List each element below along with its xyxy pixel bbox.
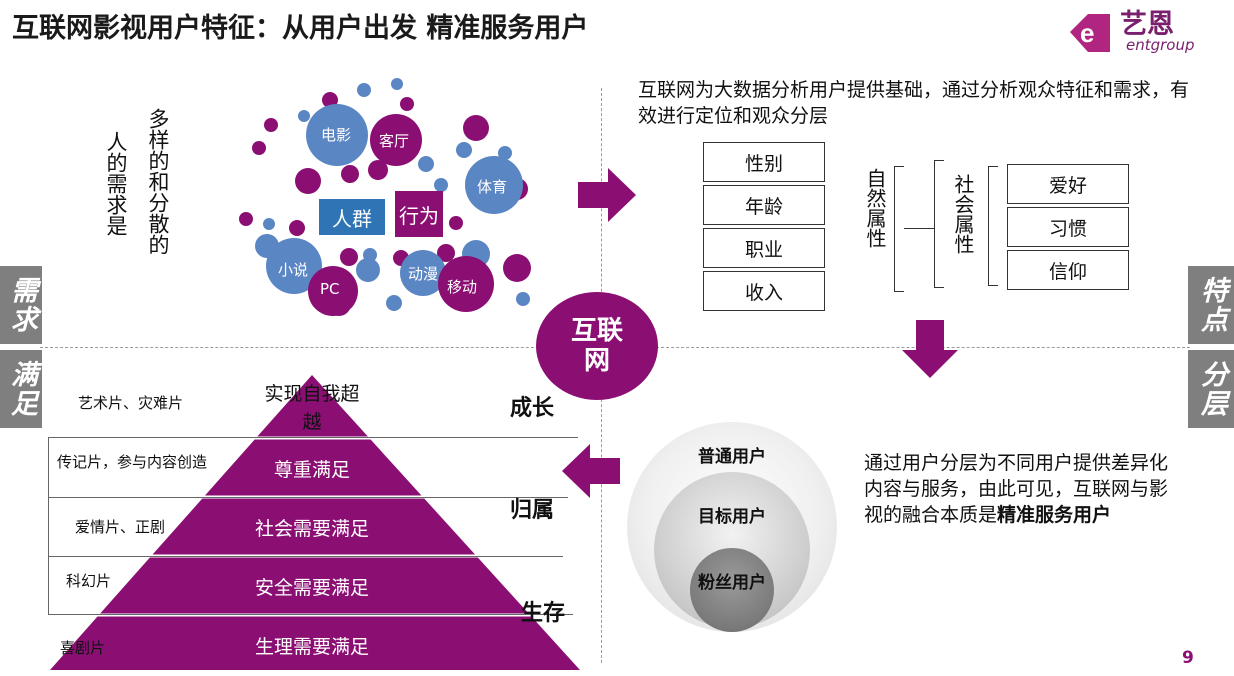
internet-hub: 互联网 — [536, 292, 658, 400]
social-attrs-label: 社会属性 — [951, 174, 975, 254]
dot — [516, 292, 530, 306]
genre-biography: 传记片，参与内容创造 — [56, 453, 207, 471]
logo-mark: e — [1080, 18, 1094, 48]
genre-romance: 爱情片、正剧 — [75, 518, 166, 536]
guide-line — [48, 437, 578, 438]
tab-satisfy-label: 满足 — [6, 360, 37, 418]
pyramid-level-esteem: 尊重满足 — [273, 459, 350, 481]
dot — [356, 258, 380, 282]
analysis-text: 互联网为大数据分析用户提供基础，通过分析观众特征和需求，有效进行定位和观众分层 — [638, 79, 1190, 127]
dot — [434, 178, 448, 192]
bubble-movie-label: 电影 — [321, 126, 352, 144]
guide-line — [48, 556, 563, 557]
dot — [252, 141, 266, 155]
dot — [341, 165, 359, 183]
arrow-down-icon — [902, 320, 958, 378]
tab-demand: 需求 — [0, 266, 42, 344]
need-growth: 成长 — [510, 396, 555, 421]
layer-text-bold: 精准服务用户 — [997, 504, 1112, 526]
genre-art: 艺术片、灾难片 — [78, 394, 184, 412]
dot — [386, 295, 402, 311]
dot — [357, 83, 371, 97]
bubble-living-room-label: 客厅 — [379, 132, 410, 150]
bubble-sports-label: 体育 — [477, 178, 508, 196]
dot — [239, 212, 253, 226]
pyramid-level-physio: 生理需要满足 — [254, 636, 369, 658]
logo-subtitle: entgroup — [1126, 36, 1195, 54]
layer-middle-label: 目标用户 — [698, 507, 766, 527]
demand-text-col1: 多样的和分散的 — [146, 108, 170, 255]
bubble-pc — [308, 266, 358, 316]
guide-line — [48, 497, 568, 498]
dot — [400, 97, 414, 111]
bubble-movie — [306, 104, 368, 166]
bubble-sports — [465, 156, 523, 214]
page-number: 9 — [1182, 648, 1194, 668]
dot — [298, 110, 310, 122]
bubble-living-room — [370, 114, 422, 166]
pyramid-level-safety: 安全需要满足 — [254, 577, 369, 599]
bubble-pc-label: PC — [320, 280, 340, 298]
page-title: 互联网影视用户特征：从用户出发 精准服务用户 — [12, 13, 589, 44]
bubble-novel-label: 小说 — [278, 261, 309, 279]
tab-satisfy: 满足 — [0, 350, 42, 428]
dot — [289, 220, 305, 236]
tab-layer: 分层 — [1188, 350, 1234, 428]
attr-income: 收入 — [703, 271, 825, 311]
layer-inner: 粉丝用户 — [690, 548, 774, 632]
dot — [503, 254, 531, 282]
logo-brand: 艺恩 — [1120, 9, 1174, 40]
dot — [340, 248, 358, 266]
dot — [295, 168, 321, 194]
dot — [418, 156, 434, 172]
guide-line — [48, 437, 49, 614]
tab-feature-label: 特点 — [1196, 276, 1227, 334]
dot — [368, 160, 388, 180]
layer-outer-label: 普通用户 — [698, 447, 766, 467]
natural-bracket — [894, 166, 904, 292]
tab-demand-label: 需求 — [6, 276, 37, 334]
attr-gender: 性别 — [703, 142, 825, 182]
crowd-tag: 人群 — [319, 199, 385, 235]
attr-habit: 习惯 — [1007, 207, 1129, 247]
need-survival: 生存 — [521, 601, 566, 626]
arrow-right-icon — [578, 168, 636, 222]
pyramid-level-social: 社会需要满足 — [254, 518, 369, 540]
internet-hub-label: 互联网 — [570, 316, 623, 376]
user-layers-diagram: 普通用户 目标用户 粉丝用户 — [627, 422, 837, 632]
connector — [904, 228, 934, 229]
dot — [437, 244, 455, 262]
dot — [463, 115, 489, 141]
pyramid-level-self: 实现自我超越 — [264, 383, 360, 433]
layer-inner-label: 粉丝用户 — [698, 573, 766, 593]
guide-line — [48, 614, 573, 615]
attr-belief: 信仰 — [1007, 250, 1129, 290]
behavior-tag: 行为 — [395, 191, 443, 237]
bubble-mobile-label: 移动 — [447, 278, 478, 296]
dot — [456, 142, 472, 158]
bubble-mobile — [438, 256, 494, 312]
social-bracket — [988, 166, 998, 286]
genre-scifi: 科幻片 — [66, 572, 112, 590]
attr-hobby: 爱好 — [1007, 164, 1129, 204]
dot — [263, 218, 275, 230]
arrow-left-icon — [562, 444, 620, 498]
natural-attrs-label: 自然属性 — [863, 168, 887, 248]
layer-text-plain: 通过用户分层为不同用户提供差异化内容与服务，由此可见，互联网与影视的融合本质是 — [864, 452, 1169, 526]
entgroup-logo: e — [1070, 14, 1110, 52]
demand-text-col2: 人的需求是 — [104, 131, 128, 236]
pyramid-shape — [50, 375, 580, 670]
tab-layer-label: 分层 — [1196, 360, 1227, 418]
dot — [391, 78, 403, 90]
attr-age: 年龄 — [703, 185, 825, 225]
genre-comedy: 喜剧片 — [60, 639, 106, 657]
need-belonging: 归属 — [510, 498, 555, 523]
layer-text: 通过用户分层为不同用户提供差异化内容与服务，由此可见，互联网与影视的融合本质是精… — [864, 450, 1174, 528]
bubble-anime-label: 动漫 — [408, 265, 439, 283]
attr-occupation: 职业 — [703, 228, 825, 268]
social-bracket-left — [934, 160, 944, 288]
dot — [449, 216, 463, 230]
tab-feature: 特点 — [1188, 266, 1234, 344]
dot — [264, 118, 278, 132]
